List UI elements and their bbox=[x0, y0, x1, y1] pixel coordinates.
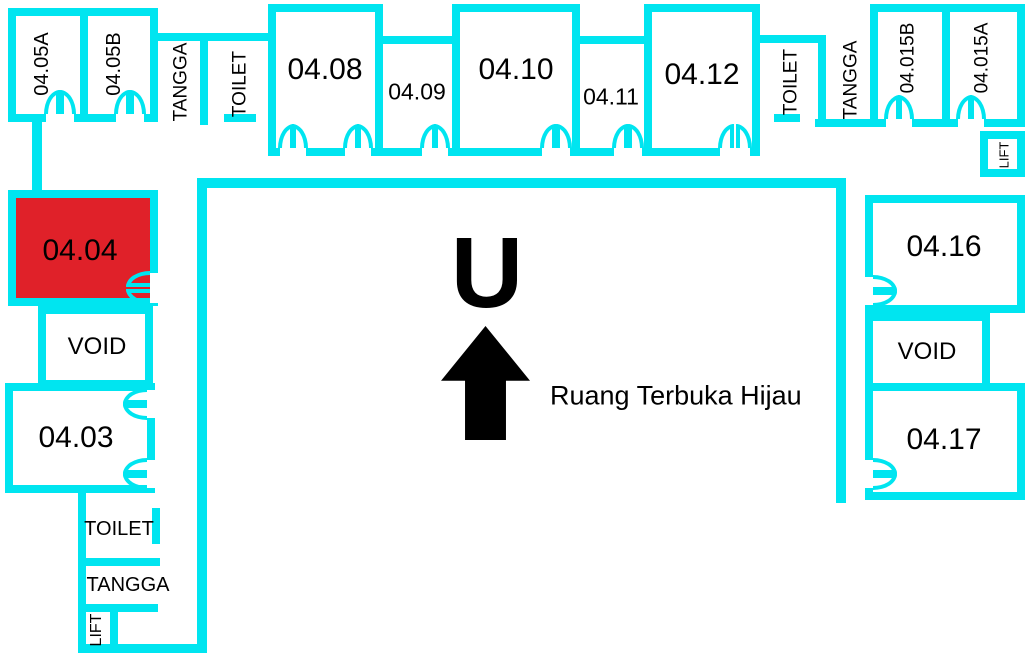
door-0404 bbox=[126, 271, 158, 305]
room-label-void-right: VOID bbox=[897, 338, 957, 365]
door-0409 bbox=[420, 124, 450, 156]
door-04015A bbox=[956, 95, 986, 127]
wall bbox=[200, 41, 208, 125]
room-label-toilet-bottom: TOILET bbox=[84, 518, 154, 540]
door-0412 bbox=[718, 124, 752, 156]
courtyard-wall-top bbox=[197, 178, 846, 188]
wall bbox=[774, 114, 800, 122]
room-label-0416: 04.16 bbox=[906, 230, 982, 263]
door-0411 bbox=[612, 124, 644, 156]
wall bbox=[32, 122, 42, 190]
wall bbox=[84, 604, 158, 612]
room-label-toilet-top-right: TOILET bbox=[780, 48, 802, 116]
door-0410 bbox=[540, 124, 572, 156]
wall bbox=[815, 119, 872, 127]
north-letter: U bbox=[450, 217, 524, 329]
room-label-tangga-top-right: TANGGA bbox=[840, 40, 862, 120]
wall bbox=[756, 35, 826, 43]
room-label-0410: 04.10 bbox=[478, 53, 554, 86]
room-label-0405A: 04.05A bbox=[31, 32, 53, 96]
room-label-0411: 04.11 bbox=[583, 83, 639, 110]
room-label-toilet-top-left: TOILET bbox=[229, 50, 251, 118]
room-label-0404: 04.04 bbox=[42, 234, 118, 267]
room-0416-box[interactable] bbox=[865, 195, 1025, 313]
room-0404-box[interactable] bbox=[8, 190, 158, 306]
room-label-lift-bottom: LIFT bbox=[88, 613, 105, 647]
north-arrow-icon bbox=[441, 326, 530, 440]
wall bbox=[942, 4, 950, 127]
wall bbox=[818, 43, 826, 127]
wall bbox=[86, 558, 160, 566]
room-0417-box[interactable] bbox=[865, 383, 1025, 500]
wall bbox=[78, 490, 86, 653]
room-label-0412: 04.12 bbox=[664, 58, 740, 91]
room-0412-box[interactable] bbox=[644, 4, 760, 156]
door-04015B bbox=[884, 95, 914, 127]
room-label-04015A: 04.015A bbox=[971, 22, 993, 94]
room-0403-box[interactable] bbox=[5, 383, 155, 493]
open-space-label: Ruang Terbuka Hijau bbox=[550, 380, 802, 411]
door-0408-left bbox=[278, 124, 308, 156]
room-label-0408: 04.08 bbox=[287, 53, 363, 86]
room-label-0403: 04.03 bbox=[38, 421, 114, 454]
courtyard-wall-right bbox=[836, 178, 846, 503]
door-0416 bbox=[865, 275, 897, 307]
room-label-tangga-bottom: TANGGA bbox=[86, 574, 170, 596]
door-0403-bottom bbox=[123, 458, 155, 490]
room-label-lift-top-right: LIFT bbox=[996, 141, 1012, 169]
room-label-void-left: VOID bbox=[67, 333, 127, 360]
lift-top-right-box[interactable] bbox=[980, 131, 1025, 177]
door-0405B bbox=[114, 90, 146, 122]
courtyard-wall-bottom bbox=[78, 644, 207, 653]
courtyard-wall-left bbox=[197, 178, 207, 653]
wall bbox=[80, 8, 88, 122]
wall bbox=[110, 612, 118, 652]
door-0408-right bbox=[343, 124, 373, 156]
wall bbox=[155, 33, 273, 41]
door-0405A bbox=[44, 90, 76, 122]
room-label-0405B: 04.05B bbox=[103, 32, 125, 96]
door-0403-top bbox=[123, 388, 155, 420]
room-label-0417: 04.17 bbox=[906, 423, 982, 456]
room-label-04015B: 04.015B bbox=[897, 22, 919, 94]
wall bbox=[152, 508, 160, 544]
room-label-0409: 04.09 bbox=[388, 78, 446, 105]
room-label-tangga-top-left: TANGGA bbox=[170, 42, 192, 122]
door-0417 bbox=[865, 458, 897, 490]
wall bbox=[224, 114, 256, 122]
